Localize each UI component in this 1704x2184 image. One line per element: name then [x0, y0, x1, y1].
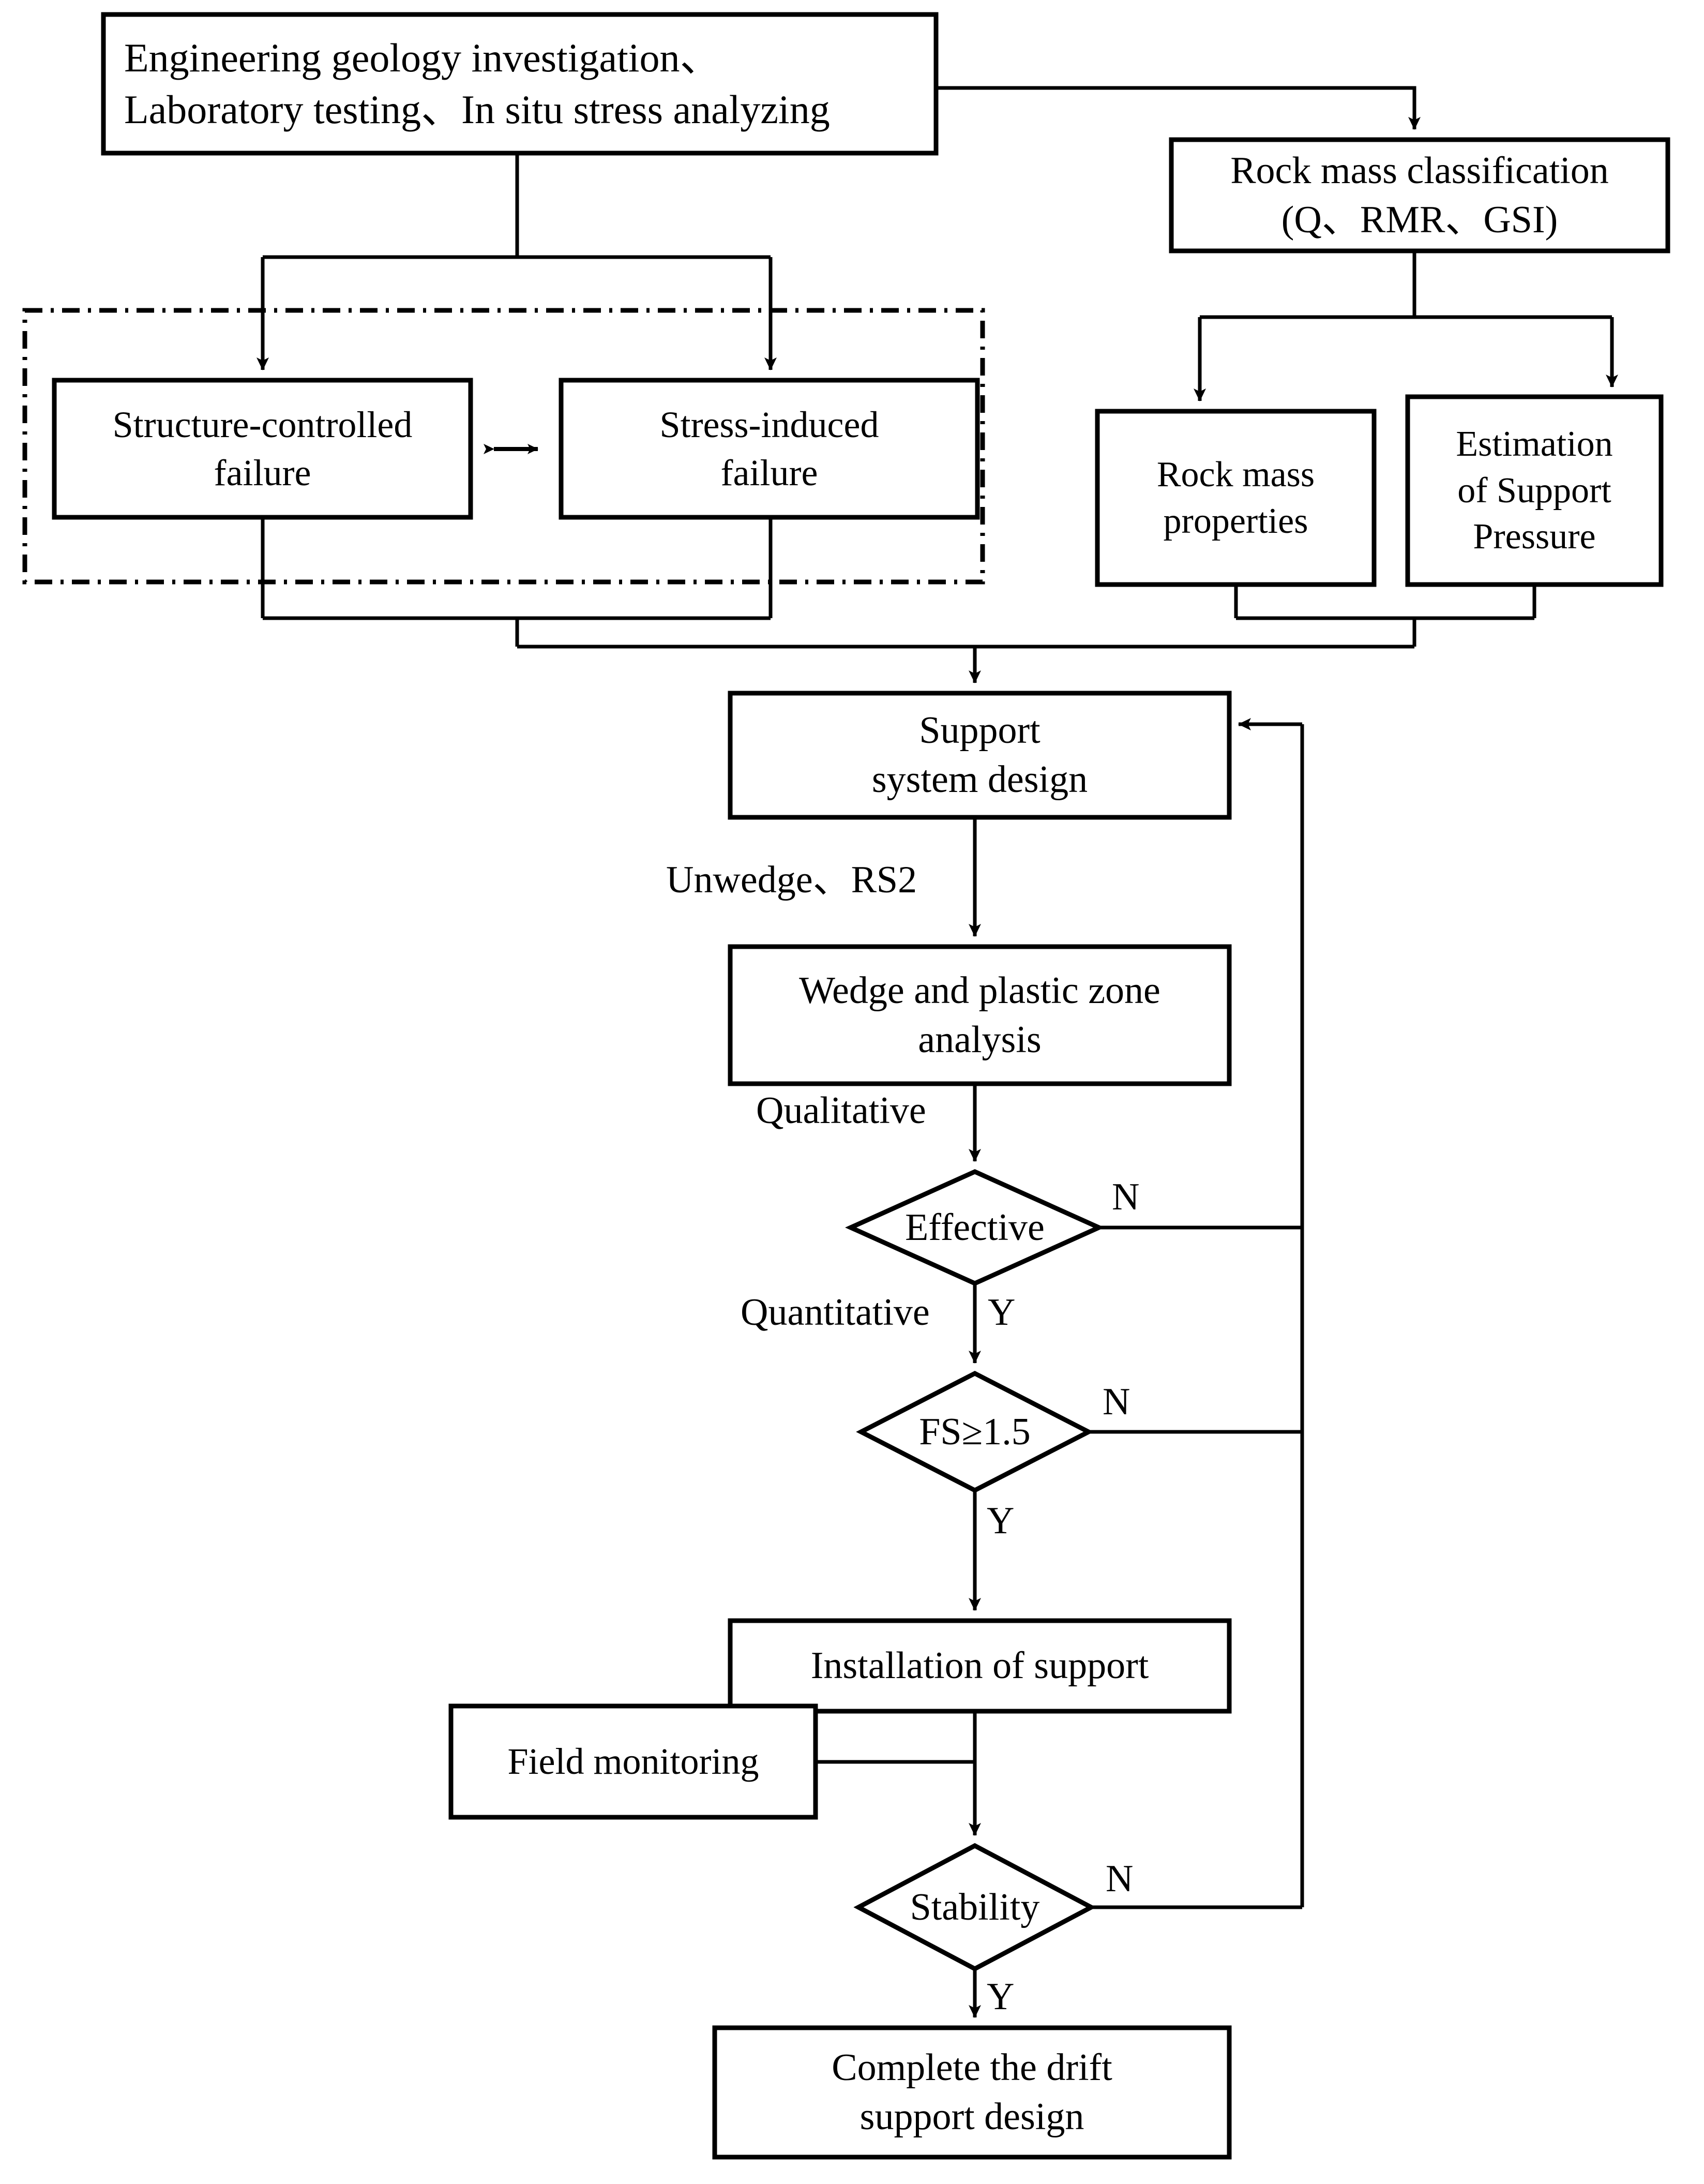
failure-group-border [22, 308, 985, 585]
stress-failure-box [559, 378, 980, 520]
investigation-box [101, 12, 939, 156]
edge-label-quantitative: Quantitative [741, 1291, 930, 1334]
classification-box [1169, 137, 1670, 253]
edge-label-effective-no: N [1112, 1176, 1140, 1218]
edge-label-fs-no: N [1103, 1381, 1130, 1423]
field-monitoring-box [448, 1703, 818, 1820]
edge-label-fs-yes: Y [987, 1500, 1015, 1542]
effective-diamond [845, 1169, 1105, 1286]
installation-box [728, 1618, 1232, 1714]
wedge-analysis-box [728, 944, 1232, 1086]
complete-box [712, 2025, 1232, 2160]
edge-label-stability-yes: Y [987, 1976, 1015, 2018]
edge-investigation-to-classification [936, 86, 1421, 130]
edge-label-qualitative: Qualitative [756, 1089, 926, 1132]
edge-label-unwedge: Unwedge、RS2 [666, 859, 917, 901]
structure-failure-box [52, 378, 473, 520]
edge-label-stability-no: N [1106, 1858, 1134, 1900]
support-design-box [728, 691, 1232, 820]
rock-properties-box [1095, 409, 1377, 587]
fs-diamond [856, 1370, 1094, 1493]
edge-label-effective-yes: Y [988, 1291, 1016, 1334]
stability-diamond [853, 1843, 1096, 1972]
support-pressure-box [1405, 394, 1664, 587]
